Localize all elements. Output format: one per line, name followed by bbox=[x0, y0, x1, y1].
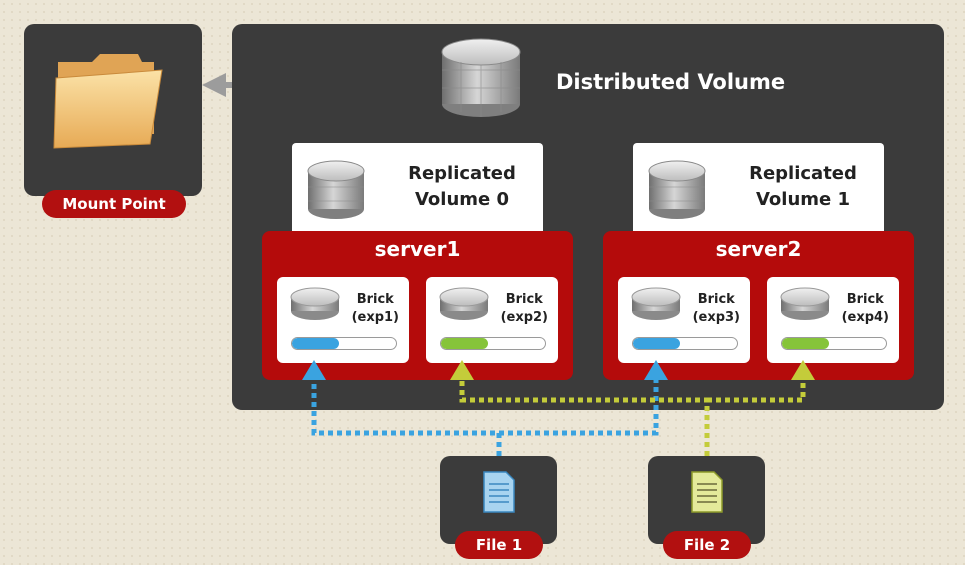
brick-exp2-disk-icon bbox=[439, 287, 489, 320]
file-2-label: File 2 bbox=[663, 531, 751, 559]
brick-exp1: Brick (exp1) bbox=[277, 277, 409, 363]
brick-exp2: Brick (exp2) bbox=[426, 277, 558, 363]
brick-exp1-usage-fill bbox=[292, 338, 339, 349]
file2-path bbox=[459, 378, 806, 456]
brick-exp4: Brick (exp4) bbox=[767, 277, 899, 363]
server2-title: server2 bbox=[715, 237, 802, 261]
volume-1-icon bbox=[648, 160, 706, 219]
file-1-document-icon bbox=[483, 471, 515, 513]
brick-exp2-usage-bar bbox=[440, 337, 546, 350]
brick-exp2-line1: Brick bbox=[505, 292, 543, 307]
volume-1-line2: Volume 1 bbox=[755, 189, 851, 210]
replicated-volume-1: Replicated Volume 1 bbox=[633, 143, 884, 239]
exp4-arrowhead bbox=[791, 360, 815, 380]
server1-title: server1 bbox=[374, 237, 461, 261]
brick-exp1-line2: (exp1) bbox=[351, 310, 399, 325]
brick-exp3-line2: (exp3) bbox=[692, 310, 740, 325]
brick-exp2-line2: (exp2) bbox=[500, 310, 548, 325]
brick-exp3-usage-fill bbox=[633, 338, 680, 349]
mount-point-label: Mount Point bbox=[42, 190, 186, 218]
brick-exp4-usage-bar bbox=[781, 337, 887, 350]
brick-exp4-disk-icon bbox=[780, 287, 830, 320]
brick-exp1-line1: Brick bbox=[356, 292, 394, 307]
exp3-arrowhead bbox=[644, 360, 668, 380]
brick-exp3: Brick (exp3) bbox=[618, 277, 750, 363]
file-1-label: File 1 bbox=[455, 531, 543, 559]
folder-icon bbox=[53, 54, 163, 149]
file-1-panel bbox=[440, 456, 557, 544]
brick-exp4-usage-fill bbox=[782, 338, 829, 349]
brick-exp2-usage-fill bbox=[441, 338, 488, 349]
brick-exp4-line2: (exp4) bbox=[841, 310, 889, 325]
file-2-panel bbox=[648, 456, 765, 544]
brick-exp1-usage-bar bbox=[291, 337, 397, 350]
volume-0-line2: Volume 0 bbox=[414, 189, 510, 210]
brick-exp1-disk-icon bbox=[290, 287, 340, 320]
brick-exp3-disk-icon bbox=[631, 287, 681, 320]
distributed-volume-title: Distributed Volume bbox=[556, 70, 786, 94]
exp1-arrowhead bbox=[302, 360, 326, 380]
server2-box: server2 Brick (exp3) Brick (exp4) bbox=[603, 231, 914, 380]
exp2-arrowhead bbox=[450, 360, 474, 380]
file1-path bbox=[311, 378, 659, 456]
volume-0-line1: Replicated bbox=[408, 163, 516, 184]
volume-1-line1: Replicated bbox=[749, 163, 857, 184]
brick-exp4-line1: Brick bbox=[846, 292, 884, 307]
distributed-volume-icon bbox=[441, 38, 521, 117]
brick-exp3-line1: Brick bbox=[697, 292, 735, 307]
replicated-volume-0: Replicated Volume 0 bbox=[292, 143, 543, 239]
file-2-document-icon bbox=[691, 471, 723, 513]
volume-0-icon bbox=[307, 160, 365, 219]
brick-exp3-usage-bar bbox=[632, 337, 738, 350]
mount-point-panel bbox=[24, 24, 202, 196]
server1-box: server1 Brick (exp1) Brick (exp2) bbox=[262, 231, 573, 380]
